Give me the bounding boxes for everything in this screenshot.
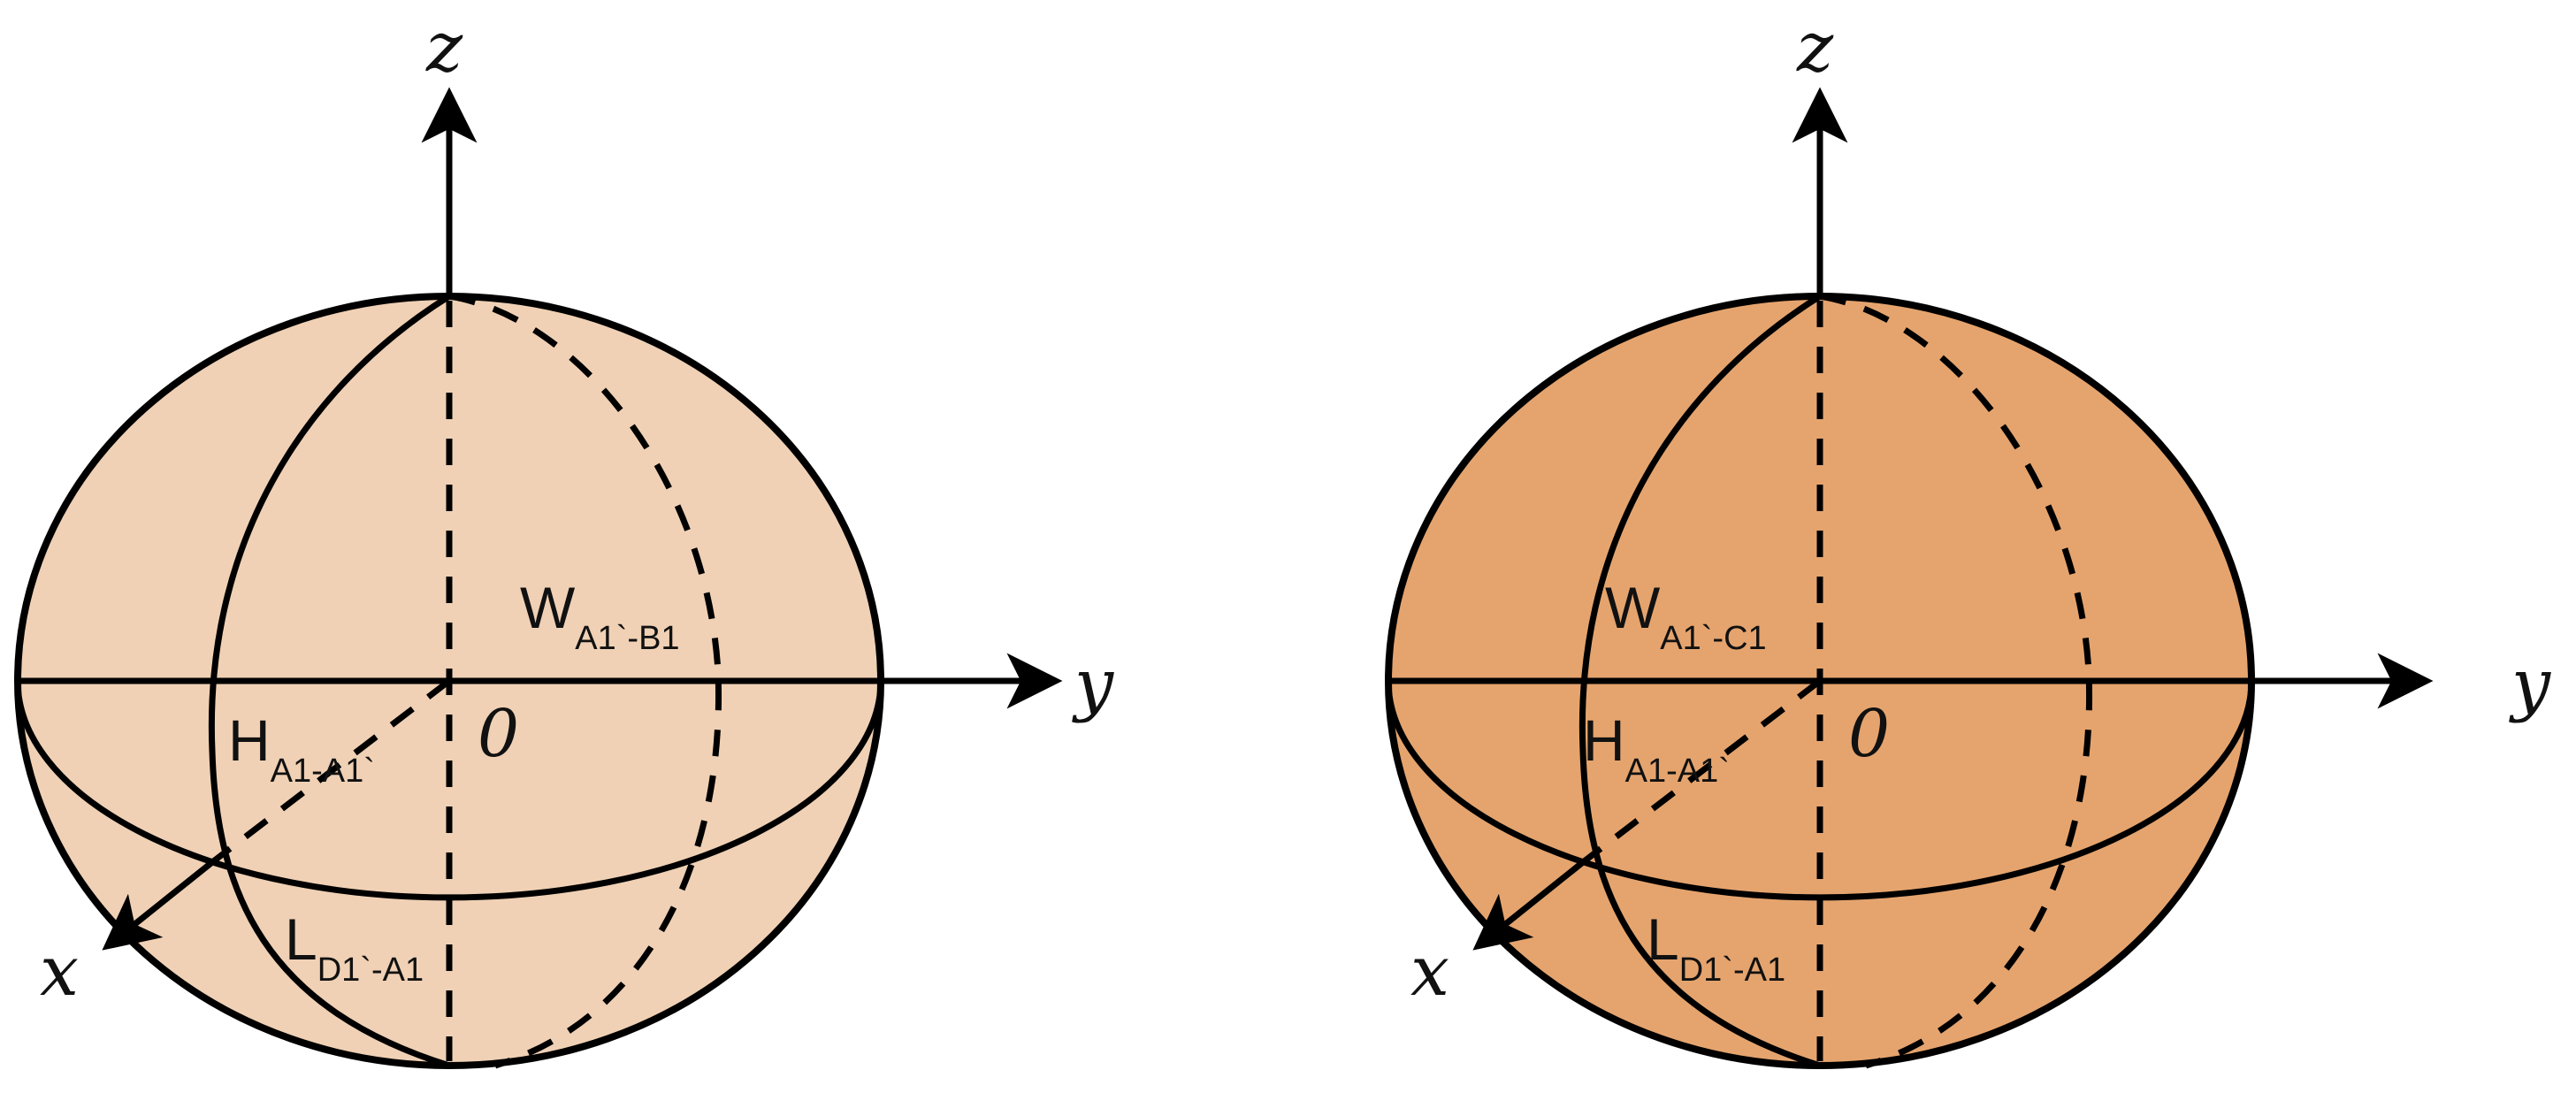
right-l-sub: D1`-A1 bbox=[1679, 952, 1785, 989]
left-w-main: W bbox=[520, 575, 576, 640]
left-h-label: HA1-A1` bbox=[228, 707, 375, 790]
right-x-axis bbox=[1472, 860, 1586, 951]
right-l-main: L bbox=[1647, 906, 1679, 972]
left-origin-label: 0 bbox=[478, 696, 519, 772]
left-w-label: WA1`-B1 bbox=[520, 575, 680, 657]
left-x-axis-hidden bbox=[210, 678, 452, 865]
right-x-label: x bbox=[1410, 932, 1449, 1012]
right-x-axis-hidden bbox=[1580, 678, 1823, 865]
left-l-sub: D1`-A1 bbox=[317, 952, 424, 989]
left-z-label: z bbox=[425, 8, 463, 88]
left-panel: z y x 0 WA1`-B1 HA1-A1` LD1`-A1 bbox=[14, 8, 1114, 1069]
right-w-main: W bbox=[1605, 575, 1661, 640]
right-h-label: HA1-A1` bbox=[1583, 707, 1730, 790]
left-x-axis bbox=[102, 860, 215, 951]
right-equator-front bbox=[1385, 680, 2255, 901]
right-w-label: WA1`-C1 bbox=[1605, 575, 1767, 657]
right-back-meridian bbox=[1819, 293, 2093, 1069]
left-back-meridian bbox=[448, 293, 722, 1069]
right-front-meridian bbox=[1578, 294, 1822, 1069]
right-panel: z y x 0 WA1`-C1 HA1-A1` LD1`-A1 bbox=[1385, 8, 2551, 1069]
right-h-sub: A1-A1` bbox=[1625, 753, 1730, 790]
left-l-main: L bbox=[285, 906, 317, 972]
right-l-label: LD1`-A1 bbox=[1647, 906, 1785, 989]
left-front-meridian bbox=[208, 294, 451, 1069]
left-x-label: x bbox=[40, 932, 79, 1012]
right-h-main: H bbox=[1583, 707, 1625, 773]
right-z-label: z bbox=[1796, 8, 1834, 88]
left-h-main: H bbox=[228, 707, 271, 773]
right-w-sub: A1`-C1 bbox=[1660, 620, 1766, 657]
right-y-label: y bbox=[2509, 645, 2551, 724]
left-w-sub: A1`-B1 bbox=[575, 620, 679, 657]
left-y-label: y bbox=[1072, 645, 1114, 724]
right-origin-label: 0 bbox=[1848, 696, 1890, 772]
left-equator-front bbox=[14, 680, 884, 901]
left-l-label: LD1`-A1 bbox=[285, 906, 424, 989]
left-h-sub: A1-A1` bbox=[271, 753, 375, 790]
